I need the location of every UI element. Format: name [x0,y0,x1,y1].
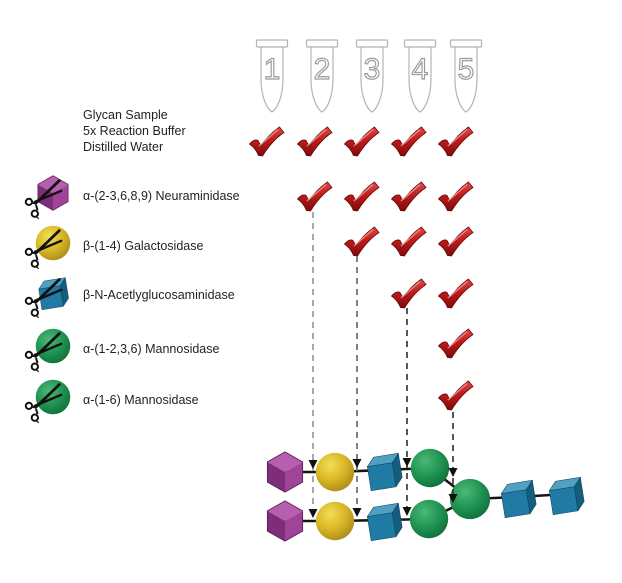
reagent-reaction-buffer: 5x Reaction Buffer [83,124,186,138]
glycan-yellow-sphere-bottom [315,501,355,541]
tube-4: 4 [403,39,437,113]
glycan-green-sphere-top [410,448,450,488]
yellow-sphere-scissors-icon [24,222,72,270]
green-sphere-scissors-icon [24,376,72,424]
arrow-from-tube-3 [352,256,362,517]
check-neuraminidase-tube-4 [390,181,427,212]
glycan-yellow-sphere-top [315,452,355,492]
glycan-green-sphere-bottom [409,499,449,539]
tube-1: 1 [255,39,289,113]
arrow-from-tube-4 [402,308,412,516]
tube-2-number: 2 [314,53,331,86]
check-neuraminidase-tube-2 [296,181,333,212]
check-neuraminidase-tube-3 [343,181,380,212]
enzyme-label-neuraminidase: α-(2-3,6,8,9) Neuraminidase [83,189,240,203]
scissors-icon [24,229,63,270]
check-glycan-sample-buffer-water-tube-1 [248,126,285,157]
enzyme-row-neuraminidase: α-(2-3,6,8,9) Neuraminidase [24,172,240,220]
enzyme-label-acetylglucosaminidase: β-N-Acetlyglucosaminidase [83,288,235,302]
scissors-icon [24,383,63,424]
tube-5: 5 [449,39,483,113]
enzyme-row-acetylglucosaminidase: β-N-Acetlyglucosaminidase [24,271,235,319]
check-mannosidase-1-6-tube-5 [437,380,474,411]
enzyme-label-mannosidase-1-2-3-6: α-(1-2,3,6) Mannosidase [83,342,220,356]
enzyme-label-mannosidase-1-6: α-(1-6) Mannosidase [83,393,199,407]
check-galactosidase-tube-5 [437,226,474,257]
tube-3: 3 [355,39,389,113]
check-glycan-sample-buffer-water-tube-4 [390,126,427,157]
check-mannosidase-1-2-3-6-tube-5 [437,328,474,359]
tube-2: 2 [305,39,339,113]
glycan-green-sphere-core [449,478,491,520]
reagent-glycan-sample: Glycan Sample [83,108,168,122]
scissors-icon [24,179,63,220]
purple-diamond-scissors-icon [24,172,72,220]
glycan-blue-cube-top [365,453,404,491]
check-galactosidase-tube-3 [343,226,380,257]
check-glycan-sample-buffer-water-tube-3 [343,126,380,157]
check-glycan-sample-buffer-water-tube-5 [437,126,474,157]
tube-4-number: 4 [412,53,429,86]
tube-1-number: 1 [264,53,281,86]
reagent-list: Glycan Sample 5x Reaction Buffer Distill… [83,107,186,155]
tube-5-number: 5 [458,53,475,86]
glycan-bonds [283,466,568,523]
glycan-blue-cube-bottom [365,503,404,541]
glycan-blue-cube-core-1 [499,480,538,518]
check-galactosidase-tube-4 [390,226,427,257]
arrow-from-tube-2 [308,212,318,518]
reagent-distilled-water: Distilled Water [83,140,164,154]
scissors-icon [24,278,63,319]
enzyme-row-mannosidase-1-2-3-6: α-(1-2,3,6) Mannosidase [24,325,220,373]
glycan-purple-diamond-top [266,451,304,493]
check-neuraminidase-tube-5 [437,181,474,212]
check-acetylglucosaminidase-tube-4 [390,278,427,309]
glycan-purple-diamond-bottom [266,500,304,542]
check-glycan-sample-buffer-water-tube-2 [296,126,333,157]
enzyme-label-galactosidase: β-(1-4) Galactosidase [83,239,204,253]
tube-3-number: 3 [364,53,381,86]
enzyme-row-mannosidase-1-6: α-(1-6) Mannosidase [24,376,199,424]
enzyme-row-galactosidase: β-(1-4) Galactosidase [24,222,204,270]
glycan-blue-cube-core-2 [547,477,586,515]
arrow-from-tube-5 [448,412,458,503]
blue-cube-scissors-icon [24,271,72,319]
scissors-icon [24,332,63,373]
check-acetylglucosaminidase-tube-5 [437,278,474,309]
green-sphere-scissors-icon [24,325,72,373]
